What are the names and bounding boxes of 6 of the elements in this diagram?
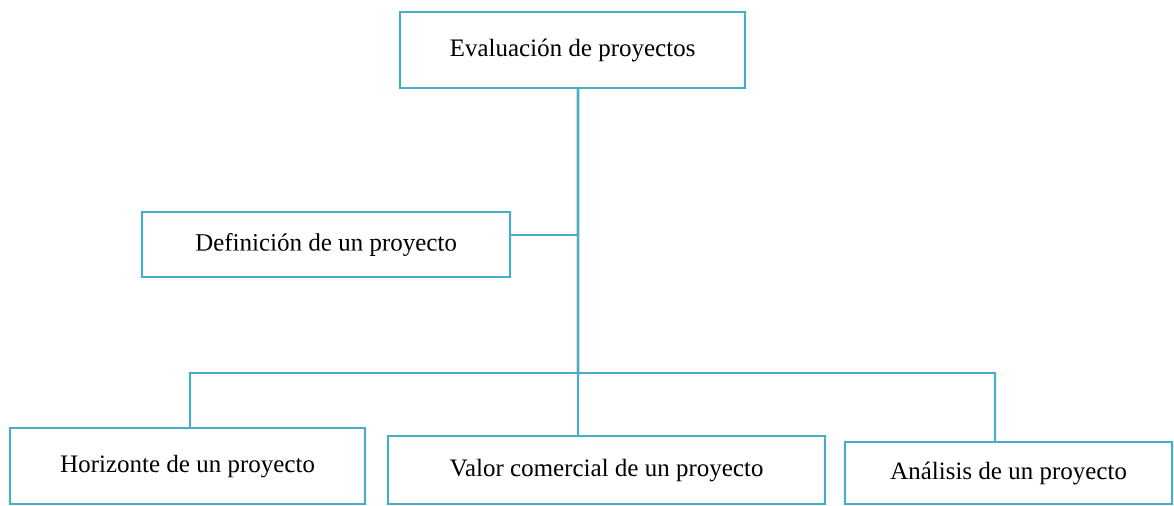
text-box: Evaluación de proyectos: [398, 10, 747, 90]
connector-line: [576, 89, 997, 441]
text-box: Valor comercial de un proyecto: [386, 434, 827, 506]
text-box: Definición de un proyecto: [140, 210, 512, 279]
text-box: Horizonte de un proyecto: [8, 426, 367, 506]
text-box: Análisis de un proyecto: [843, 440, 1174, 506]
